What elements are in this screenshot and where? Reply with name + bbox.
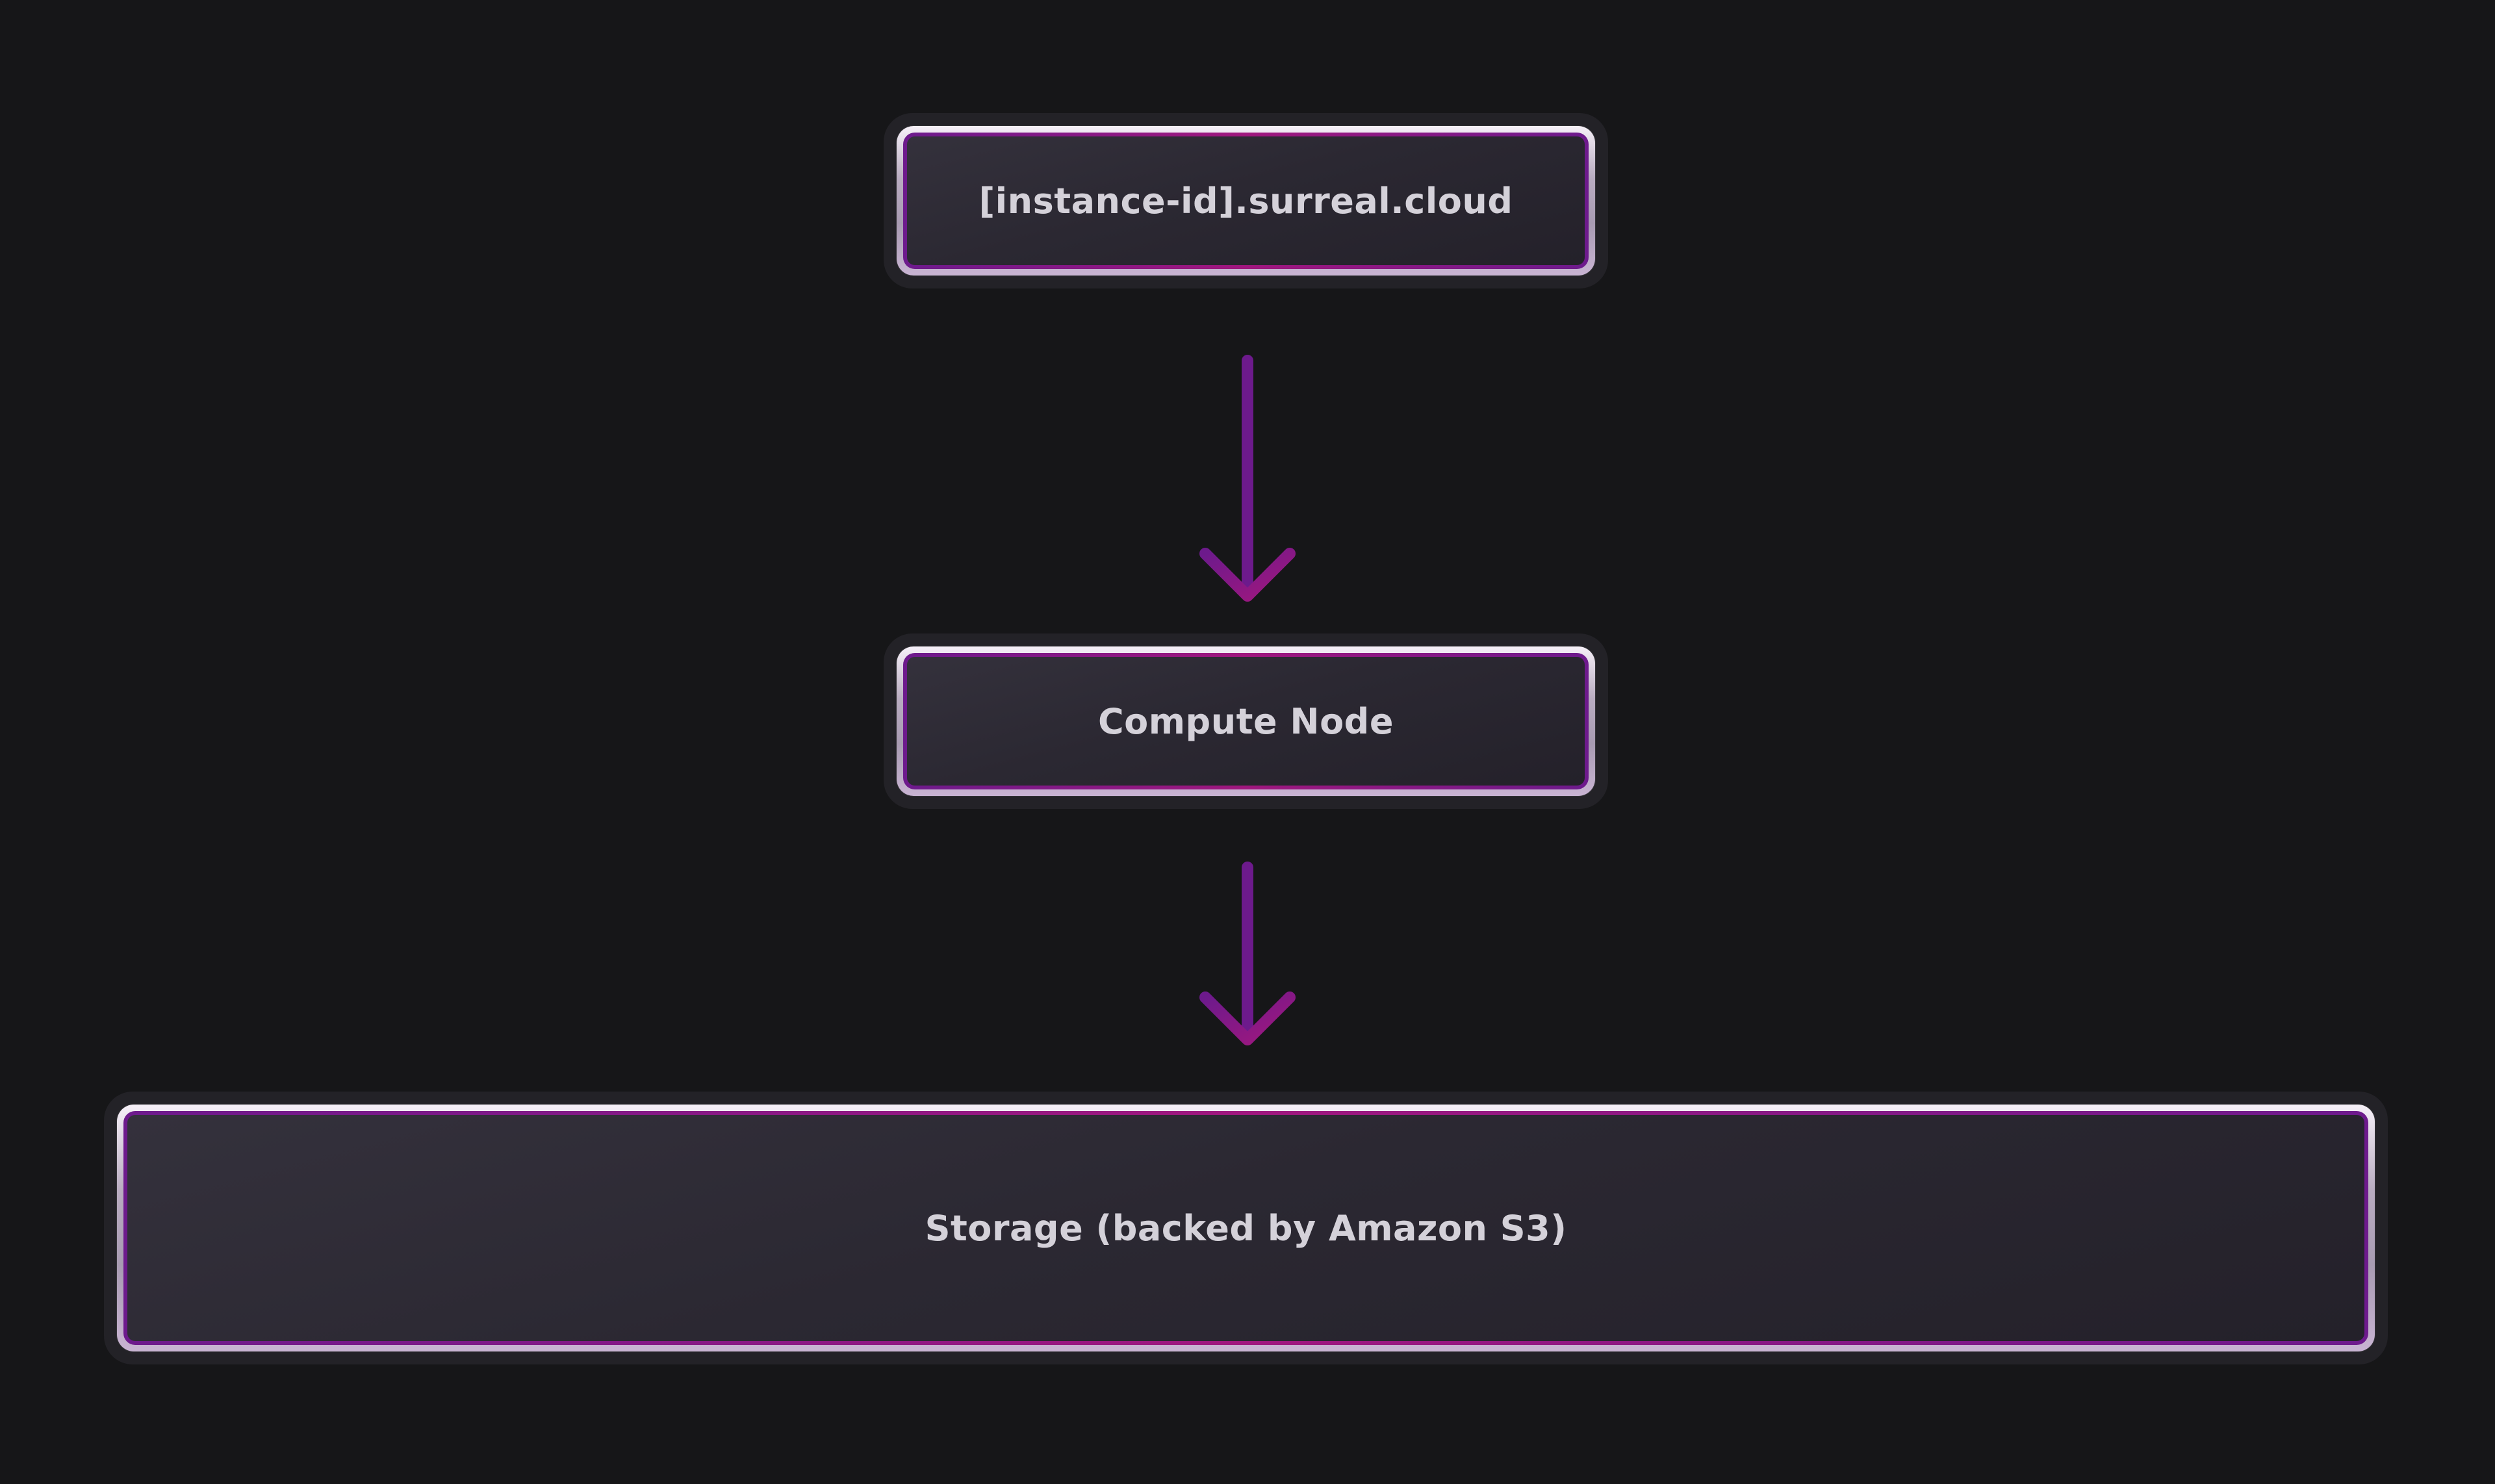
compute-node: Compute Node	[884, 633, 1608, 809]
arrow-instance-to-compute	[1199, 355, 1296, 602]
arrow-1-head	[1199, 548, 1296, 602]
instance-node-label: [instance-id].surreal.cloud	[979, 180, 1513, 222]
storage-node-body: Storage (backed by Amazon S3)	[123, 1111, 2368, 1345]
instance-node-body: [instance-id].surreal.cloud	[903, 133, 1589, 269]
instance-node-border: [instance-id].surreal.cloud	[897, 126, 1595, 275]
storage-node: Storage (backed by Amazon S3)	[104, 1092, 2388, 1364]
compute-node-body: Compute Node	[903, 653, 1589, 789]
storage-node-border: Storage (backed by Amazon S3)	[117, 1105, 2375, 1351]
instance-node: [instance-id].surreal.cloud	[884, 113, 1608, 288]
arrow-2-head	[1199, 991, 1296, 1045]
storage-node-label: Storage (backed by Amazon S3)	[925, 1207, 1567, 1249]
compute-node-border: Compute Node	[897, 646, 1595, 796]
arrow-compute-to-storage	[1199, 862, 1296, 1045]
compute-node-label: Compute Node	[1098, 700, 1394, 742]
